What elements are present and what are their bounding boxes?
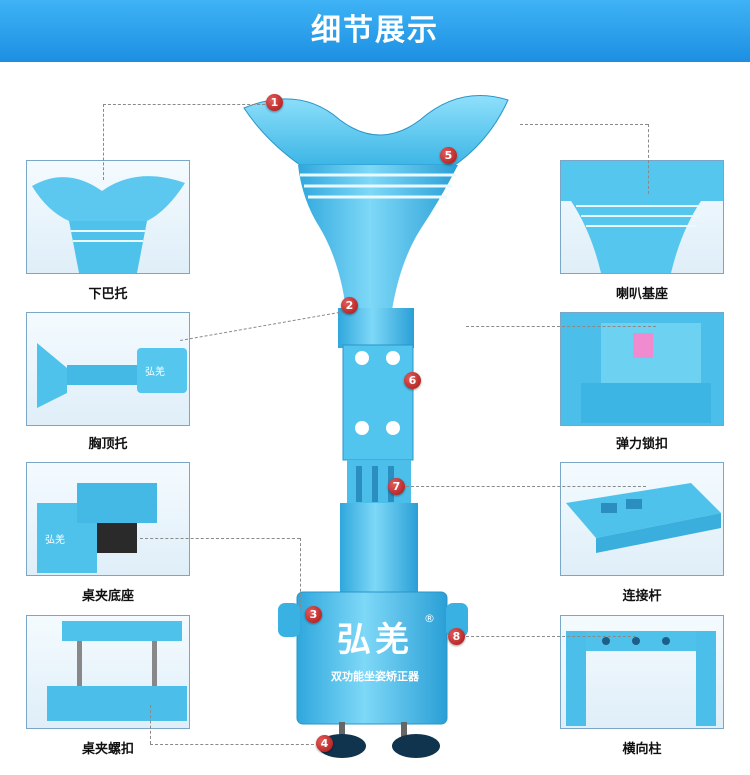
registered-mark: ®	[424, 612, 435, 625]
leader-7	[406, 486, 646, 487]
marker-5: 5	[440, 147, 457, 164]
perforated-sleeve	[342, 344, 414, 461]
caption-horn-base: 喇叭基座	[615, 287, 668, 302]
chin-cup	[243, 95, 509, 166]
base-block	[296, 591, 448, 725]
leader-1-h	[103, 104, 275, 105]
section-header: 细节展示	[0, 0, 750, 62]
chest-rest-logo-text: 弘羌	[145, 366, 165, 378]
caption-spring-lock: 弹力锁扣	[615, 437, 668, 452]
side-knob-left	[278, 603, 300, 637]
leader-6	[466, 326, 656, 327]
marker-8: 8	[448, 628, 465, 645]
thumb-clamp-screw	[26, 615, 190, 729]
thumb-horn-base	[560, 160, 724, 274]
leader-5-h	[520, 124, 648, 125]
caption-connecting-rod: 连接杆	[622, 589, 662, 604]
bottom-screw-right	[401, 722, 407, 740]
horn-body	[298, 165, 458, 310]
slot-1	[356, 466, 362, 502]
clamp-screw-image	[47, 621, 187, 721]
thumb-connecting-rod	[560, 462, 724, 576]
marker-2: 2	[341, 297, 358, 314]
marker-1: 1	[266, 94, 283, 111]
leader-8	[466, 636, 636, 637]
leader-5-v	[648, 124, 649, 194]
chest-rest-image: 弘羌	[37, 343, 187, 408]
brand-logo: 弘羌	[337, 620, 413, 660]
leader-3-v	[300, 538, 301, 612]
leader-3-h	[140, 538, 300, 539]
caption-cross-column: 横向柱	[622, 742, 662, 757]
thumb-spring-lock	[560, 312, 724, 426]
leader-4-h	[150, 744, 324, 745]
thumb-chest-rest: 弘羌	[26, 312, 190, 426]
caption-chest-rest: 胸顶托	[88, 437, 128, 452]
bottom-screw-left	[339, 722, 345, 740]
section-title: 细节展示	[311, 13, 439, 48]
sleeve-hole-1	[355, 351, 369, 365]
leader-1-v	[103, 104, 104, 180]
product-slogan: 双功能坐姿矫正器	[331, 670, 419, 683]
sleeve-hole-2	[386, 351, 400, 365]
thumb-cross-column	[560, 615, 724, 729]
caption-chin-rest: 下巴托	[88, 287, 128, 302]
marker-3: 3	[305, 606, 322, 623]
sleeve-hole-3	[355, 421, 369, 435]
clamp-base-logo-text: 弘羌	[45, 534, 65, 546]
caption-clamp-screw: 桌夹螺扣	[81, 742, 134, 757]
thumb-chin-rest	[26, 160, 190, 274]
sleeve-hole-4	[386, 421, 400, 435]
clamp-base-image: 弘羌	[37, 483, 157, 573]
cross-column-image	[566, 631, 716, 726]
connecting-rod-image	[566, 483, 721, 553]
horn-base-image	[561, 161, 723, 273]
spring-lock-image	[561, 313, 723, 425]
bottom-knob-right	[392, 734, 440, 758]
upper-tube	[338, 308, 414, 348]
leader-4-v	[150, 705, 151, 744]
thumb-clamp-base: 弘羌	[26, 462, 190, 576]
marker-6: 6	[404, 372, 421, 389]
marker-7: 7	[388, 478, 405, 495]
lower-tube	[340, 503, 418, 595]
chin-rest-image	[32, 176, 185, 273]
caption-clamp-base: 桌夹底座	[81, 589, 134, 604]
slot-2	[372, 466, 378, 502]
marker-4: 4	[316, 735, 333, 752]
